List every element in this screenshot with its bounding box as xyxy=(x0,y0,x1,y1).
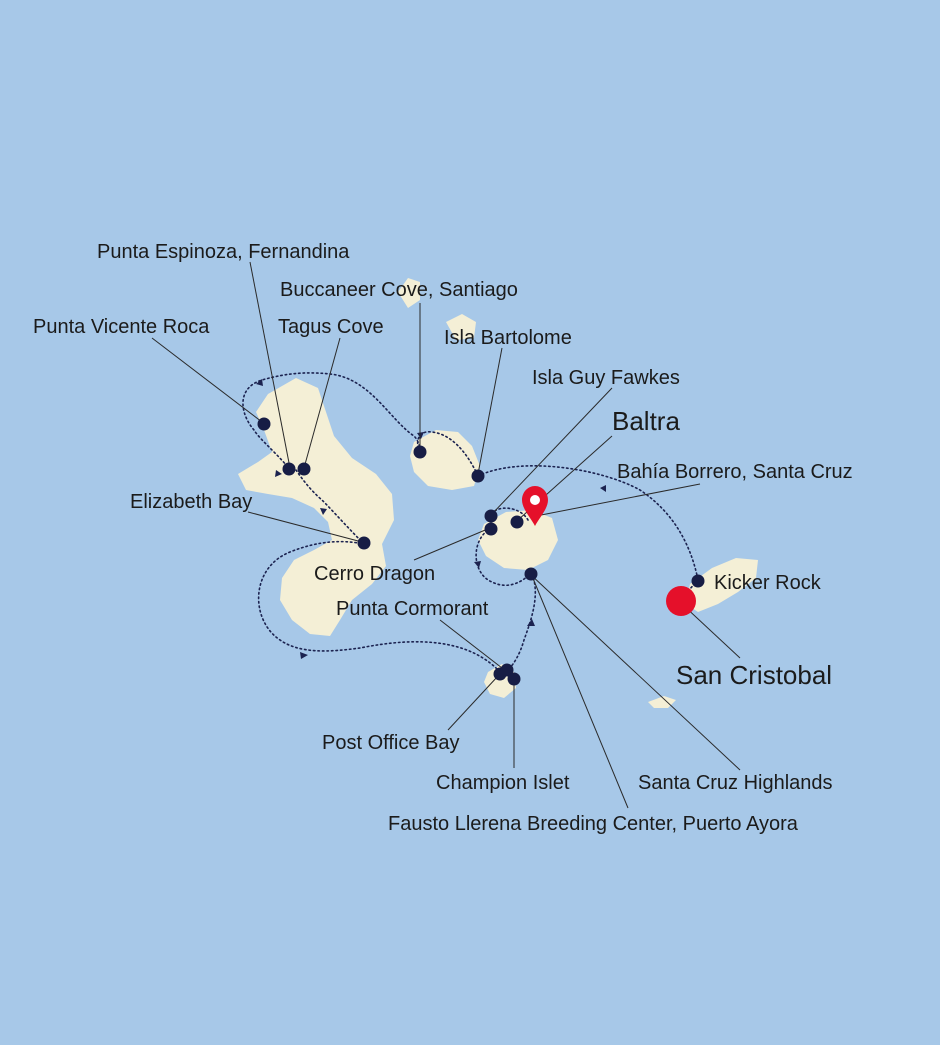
stop-marker-isla-guy-fawkes[interactable] xyxy=(484,509,498,523)
santiago-island xyxy=(410,430,480,490)
stop-marker-punta-vicente-roca[interactable] xyxy=(257,417,271,431)
label-punta-vicente-roca: Punta Vicente Roca xyxy=(33,316,210,338)
label-buccaneer-cove: Buccaneer Cove, Santiago xyxy=(280,279,518,301)
label-bahia-borrero: Bahía Borrero, Santa Cruz xyxy=(617,461,853,483)
leader-elizabeth-bay xyxy=(247,511,363,543)
isabela-island xyxy=(238,378,394,636)
route-arrow xyxy=(256,379,263,386)
leader-post-office-bay xyxy=(447,675,499,731)
santa-cruz-island xyxy=(478,510,558,570)
labels: Punta Espinoza, Fernandina Buccaneer Cov… xyxy=(33,241,853,835)
leader-punta-espinoza xyxy=(249,261,291,469)
espanola-island xyxy=(648,696,676,708)
route-arrow xyxy=(320,508,327,515)
label-champion-islet: Champion Islet xyxy=(436,772,570,794)
stop-markers xyxy=(257,417,705,686)
leader-tagus-cove xyxy=(303,337,341,469)
stop-marker-bahia-borrero[interactable] xyxy=(510,515,524,529)
label-punta-espinoza: Punta Espinoza, Fernandina xyxy=(97,241,350,263)
leader-cerro-dragon xyxy=(413,527,491,561)
label-punta-cormorant: Punta Cormorant xyxy=(336,598,489,620)
route-arrow xyxy=(600,485,606,492)
label-isla-guy-fawkes: Isla Guy Fawkes xyxy=(532,367,680,389)
stop-marker-isla-bartolome[interactable] xyxy=(471,469,485,483)
route-arrow xyxy=(527,619,535,626)
leader-punta-vicente-roca xyxy=(151,337,263,423)
port-marker-san-cristobal[interactable] xyxy=(666,586,696,616)
leader-santa-cruz-highlands xyxy=(529,573,741,771)
san-cristobal-island xyxy=(686,558,758,612)
label-cerro-dragon: Cerro Dragon xyxy=(314,563,435,585)
stop-marker-santa-cruz-highlands[interactable] xyxy=(524,567,538,581)
label-post-office-bay: Post Office Bay xyxy=(322,732,459,754)
label-baltra: Baltra xyxy=(612,406,680,436)
leader-punta-cormorant xyxy=(439,619,503,669)
label-kicker-rock: Kicker Rock xyxy=(714,572,822,594)
stop-marker-cerro-dragon[interactable] xyxy=(484,522,498,536)
stop-marker-punta-espinoza[interactable] xyxy=(282,462,296,476)
bartolome-island xyxy=(446,314,476,340)
pinta-island xyxy=(398,278,420,308)
stop-marker-elizabeth-bay[interactable] xyxy=(357,536,371,550)
label-san-cristobal: San Cristobal xyxy=(676,660,832,690)
route-arrow xyxy=(275,470,282,477)
leader-isla-guy-fawkes xyxy=(491,387,613,515)
stop-marker-punta-cormorant[interactable] xyxy=(500,663,514,677)
label-fausto-llerena: Fausto Llerena Breeding Center, Puerto A… xyxy=(388,813,799,835)
leader-fausto-llerena xyxy=(531,575,629,809)
label-santa-cruz-highlands: Santa Cruz Highlands xyxy=(638,772,833,794)
stop-marker-buccaneer-cove[interactable] xyxy=(413,445,427,459)
leader-san-cristobal xyxy=(681,603,741,659)
map-pin-icon[interactable] xyxy=(522,486,548,526)
islands xyxy=(238,278,758,708)
leader-isla-bartolome xyxy=(477,347,503,475)
route-arrow xyxy=(300,652,308,659)
label-elizabeth-bay: Elizabeth Bay xyxy=(130,491,252,513)
stop-marker-champion-islet[interactable] xyxy=(507,672,521,686)
leader-lines xyxy=(151,261,741,809)
label-tagus-cove: Tagus Cove xyxy=(278,316,384,338)
stop-marker-kicker-rock[interactable] xyxy=(691,574,705,588)
route-arrow xyxy=(474,561,481,568)
leader-bahia-borrero xyxy=(535,483,701,517)
label-isla-bartolome: Isla Bartolome xyxy=(444,327,572,349)
stop-marker-tagus-cove[interactable] xyxy=(297,462,311,476)
